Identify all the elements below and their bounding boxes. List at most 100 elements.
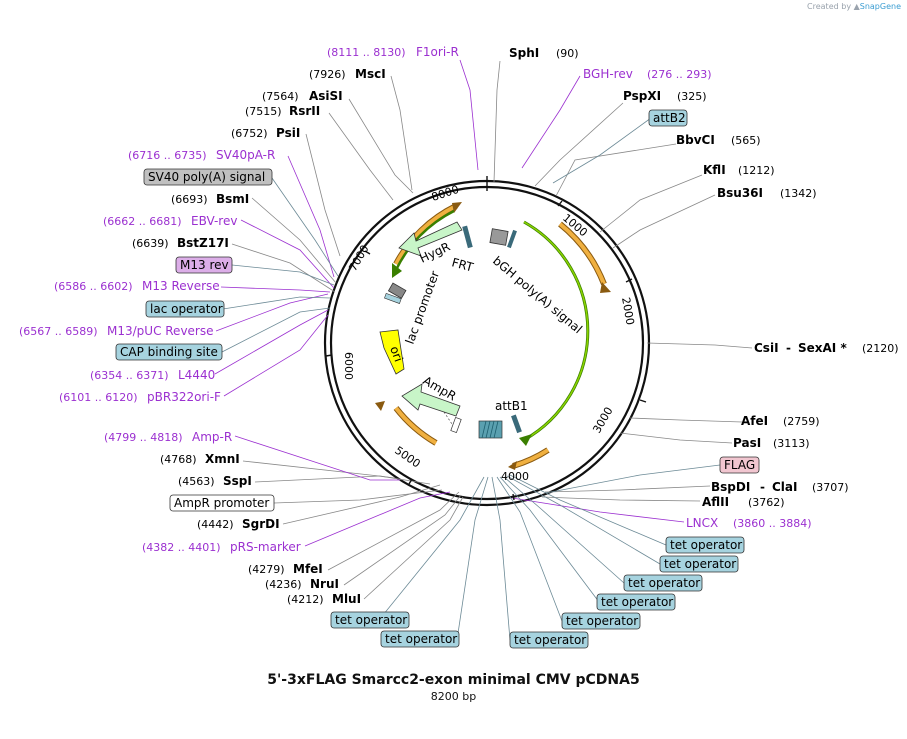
feature-cap-binding-site: CAP binding site bbox=[115, 343, 223, 361]
enzyme-pasi-pos: (3113) bbox=[773, 437, 810, 450]
feature-lac-operator: lac operator bbox=[145, 300, 225, 318]
primer-ebv-rev: EBV-rev bbox=[191, 214, 237, 228]
feature-boxes: attB2 SV40 poly(A) signal M13 rev lac op… bbox=[115, 109, 760, 649]
enzyme-bspdi-sep: - bbox=[760, 480, 765, 494]
label-frt: FRT bbox=[450, 255, 475, 274]
primer-pbr322ori-f: pBR322ori-F bbox=[147, 390, 221, 404]
enzyme-sspi: SspI bbox=[223, 474, 252, 488]
enzyme-csii-sep: - bbox=[786, 341, 791, 355]
feature-tet-operator-8: tet operator bbox=[330, 611, 410, 629]
enzyme-aflii: AflII bbox=[702, 495, 729, 509]
feature-tet-operator-1: tet operator bbox=[665, 536, 745, 554]
tick-6000: 6000 bbox=[342, 352, 355, 380]
enzyme-bbvci-pos: (565) bbox=[731, 134, 761, 147]
enzyme-asisi-pos: (7564) bbox=[262, 90, 299, 103]
lac-features bbox=[384, 282, 407, 304]
primer-ebv-rev-range: (6662 .. 6681) bbox=[103, 215, 182, 228]
svg-text:M13 rev: M13 rev bbox=[180, 258, 229, 272]
tick-2000: 2000 bbox=[619, 296, 637, 326]
feature-tet-operator-2: tet operator bbox=[659, 555, 739, 573]
plasmid-length: 8200 bp bbox=[430, 690, 477, 703]
enzyme-xmni: XmnI bbox=[205, 452, 240, 466]
primer-m13-reverse: M13 Reverse bbox=[142, 279, 220, 293]
feature-sv40-polya: SV40 poly(A) signal bbox=[143, 168, 273, 186]
enzyme-nrui: NruI bbox=[310, 577, 339, 591]
enzyme-bspdi: BspDI bbox=[711, 480, 750, 494]
svg-text:tet operator: tet operator bbox=[566, 614, 638, 628]
enzyme-rsrii-pos: (7515) bbox=[245, 105, 282, 118]
feature-tet-operator-4: tet operator bbox=[596, 593, 676, 611]
primer-amp-r-range: (4799 .. 4818) bbox=[104, 431, 183, 444]
primer-bgh-rev: BGH-rev bbox=[583, 67, 633, 81]
enzyme-mfei-pos: (4279) bbox=[248, 563, 285, 576]
tick-5000: 5000 bbox=[392, 444, 422, 471]
feature-tet-operator-7: tet operator bbox=[380, 630, 460, 648]
tick-3000: 3000 bbox=[590, 405, 615, 436]
tick-4000: 4000 bbox=[501, 470, 529, 483]
primer-m13puc-reverse-range: (6567 .. 6589) bbox=[19, 325, 98, 338]
enzyme-aflii-pos: (3762) bbox=[748, 496, 785, 509]
enzyme-sexai: SexAI * bbox=[798, 341, 847, 355]
plasmid-name: 5'-3xFLAG Smarcc2-exon minimal CMV pCDNA… bbox=[267, 672, 640, 688]
svg-text:tet operator: tet operator bbox=[628, 576, 700, 590]
enzyme-msci: MscI bbox=[355, 67, 386, 81]
primer-labels: F1ori-R (8111 .. 8130) BGH-rev (276 .. 2… bbox=[19, 45, 812, 554]
feature-ampr-promoter: AmpR promoter bbox=[169, 494, 275, 512]
primer-m13puc-reverse: M13/pUC Reverse bbox=[107, 324, 214, 338]
label-attb1: attB1 bbox=[495, 399, 528, 413]
primer-bgh-rev-range: (276 .. 293) bbox=[647, 68, 712, 81]
enzyme-bbvci: BbvCI bbox=[676, 133, 715, 147]
enzyme-clai: ClaI bbox=[772, 480, 797, 494]
svg-text:lac operator: lac operator bbox=[150, 302, 223, 316]
hygr-arrow bbox=[398, 221, 473, 257]
enzyme-sphi: SphI bbox=[509, 46, 539, 60]
svg-text:tet operator: tet operator bbox=[670, 538, 742, 552]
enzyme-labels: SphI (90) PspXI (325) BbvCI (565) KflI (… bbox=[132, 46, 899, 606]
svg-text:tet operator: tet operator bbox=[385, 632, 457, 646]
enzyme-psii-pos: (6752) bbox=[231, 127, 268, 140]
orange-arrows bbox=[375, 202, 611, 470]
enzyme-rsrii: RsrII bbox=[289, 104, 320, 118]
svg-text:tet operator: tet operator bbox=[664, 557, 736, 571]
credit-prefix: Created by bbox=[807, 2, 852, 11]
enzyme-bsu36i-pos: (1342) bbox=[780, 187, 817, 200]
primer-f1ori-r-range: (8111 .. 8130) bbox=[327, 46, 406, 59]
green-lines bbox=[392, 209, 590, 446]
svg-text:FLAG: FLAG bbox=[724, 458, 755, 472]
label-lac-promoter: lac promoter bbox=[403, 269, 442, 346]
enzyme-mlui-pos: (4212) bbox=[287, 593, 324, 606]
enzyme-pspxi-pos: (325) bbox=[677, 90, 707, 103]
feature-tet-operator-5: tet operator bbox=[561, 612, 641, 630]
svg-text:AmpR promoter: AmpR promoter bbox=[174, 496, 269, 510]
snapgene-credit: Created by ▲SnapGene bbox=[807, 2, 901, 11]
svg-text:attB2: attB2 bbox=[653, 111, 686, 125]
backbone-ticks bbox=[325, 176, 647, 501]
enzyme-bspdi-pos: (3707) bbox=[812, 481, 849, 494]
enzyme-asisi: AsiSI bbox=[309, 89, 343, 103]
enzyme-sgrdi: SgrDI bbox=[242, 517, 280, 531]
primer-l4440: L4440 bbox=[178, 368, 215, 382]
enzyme-bsu36i: Bsu36I bbox=[717, 186, 763, 200]
primer-f1ori-r: F1ori-R bbox=[416, 45, 459, 59]
enzyme-bstz17i: BstZ17I bbox=[177, 236, 229, 250]
feature-attb2: attB2 bbox=[648, 109, 688, 127]
enzyme-psii: PsiI bbox=[276, 126, 300, 140]
leader-lines bbox=[214, 59, 753, 641]
svg-text:SV40 poly(A) signal: SV40 poly(A) signal bbox=[148, 170, 265, 184]
enzyme-bstz17i-pos: (6639) bbox=[132, 237, 169, 250]
enzyme-csii-pos: (2120) bbox=[862, 342, 899, 355]
primer-sv40pa-r-range: (6716 .. 6735) bbox=[128, 149, 207, 162]
snapgene-logo-icon: ▲ bbox=[853, 2, 860, 11]
enzyme-mfei: MfeI bbox=[293, 562, 323, 576]
primer-amp-r: Amp-R bbox=[192, 430, 232, 444]
credit-brand: SnapGene bbox=[859, 2, 901, 11]
svg-text:tet operator: tet operator bbox=[514, 633, 586, 647]
svg-text:tet operator: tet operator bbox=[335, 613, 407, 627]
enzyme-pspxi: PspXI bbox=[623, 89, 661, 103]
primer-lncx: LNCX bbox=[686, 516, 718, 530]
label-ori: ori bbox=[387, 344, 405, 363]
enzyme-kfli: KflI bbox=[703, 163, 726, 177]
svg-text:tet operator: tet operator bbox=[601, 595, 673, 609]
svg-text:CAP binding site: CAP binding site bbox=[120, 345, 218, 359]
